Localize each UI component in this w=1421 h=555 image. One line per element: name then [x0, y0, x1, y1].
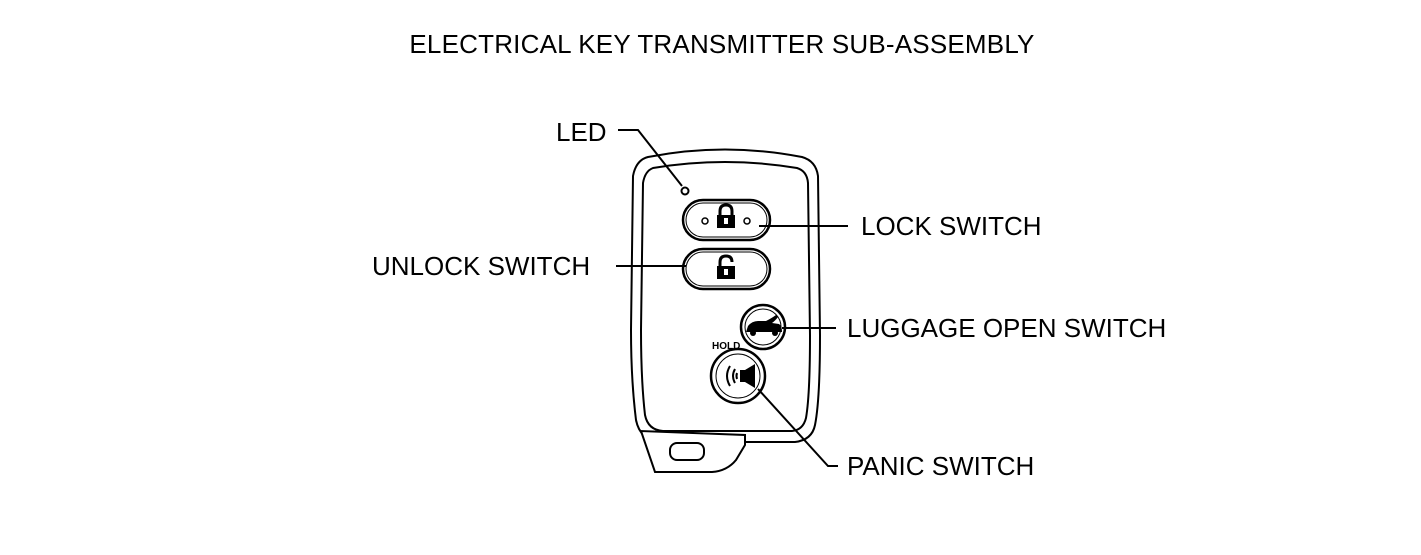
car-trunk-icon — [746, 315, 782, 336]
lock-switch-callout-label: LOCK SWITCH — [861, 211, 1042, 241]
key-tip — [639, 429, 746, 473]
key-fob-body — [629, 148, 822, 443]
led-callout-label: LED — [556, 117, 607, 147]
diagram-title: ELECTRICAL KEY TRANSMITTER SUB-ASSEMBLY — [409, 29, 1035, 59]
led-leader-line — [618, 129, 683, 187]
panic-button[interactable] — [709, 347, 767, 405]
lock-button[interactable] — [681, 198, 772, 242]
luggage-open-button[interactable] — [739, 303, 787, 351]
panic-switch-callout-label: PANIC SWITCH — [847, 451, 1035, 481]
hold-label: HOLD — [712, 341, 740, 352]
panic-leader-line — [757, 388, 838, 467]
unlock-button[interactable] — [681, 247, 772, 291]
unlock-switch-callout-label: UNLOCK SWITCH — [372, 251, 591, 281]
padlock-open-icon — [717, 254, 735, 279]
leader-lines — [616, 129, 848, 467]
padlock-closed-icon — [717, 203, 735, 228]
alarm-horn-icon — [726, 364, 755, 388]
luggage-open-switch-callout-label: LUGGAGE OPEN SWITCH — [847, 313, 1167, 343]
led-indicator — [680, 186, 690, 196]
